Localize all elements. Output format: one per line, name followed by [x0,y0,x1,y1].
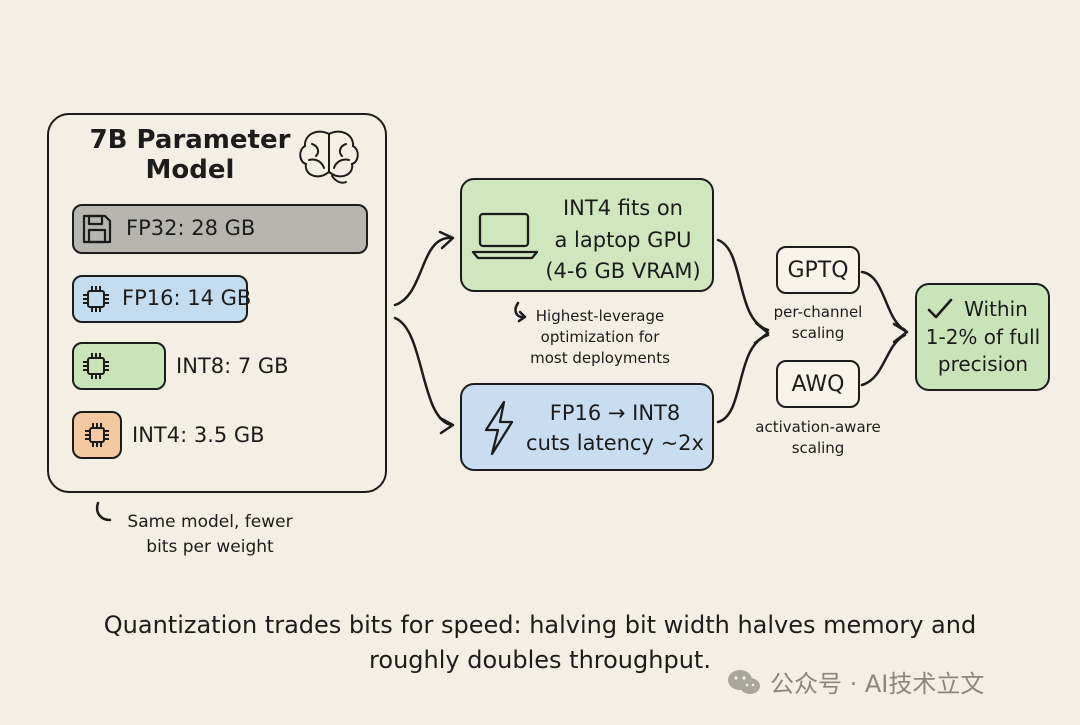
arrowhead-result [892,322,909,344]
laptop-icon [471,212,539,260]
fp16-outcome-box [460,383,714,471]
arrow-model-to-fp16 [393,316,454,427]
gptq-box [776,246,860,294]
chip-icon [83,286,109,312]
watermark: 公众号 · AI技术立文 [726,664,984,699]
gptq-label: GPTQ [787,258,849,283]
note-hook-int4 [514,301,526,319]
arrowhead-methods [753,321,770,345]
bar-int4-label: INT4: 3.5 GB [132,423,265,447]
arrow-model-to-int4 [393,236,454,307]
awq-label: AWQ [791,372,845,397]
bar-int8-label: INT8: 7 GB [176,354,289,378]
checkmark-icon [927,298,953,319]
watermark-text: 公众号 · AI技术立文 [770,670,985,698]
bar-int4 [72,411,122,459]
model-note: Same model, fewer bits per weight [127,512,293,557]
lightning-icon [484,400,514,456]
int4-outcome-box [460,178,714,292]
bar-fp16-label: FP16: 14 GB [122,286,252,310]
bar-fp32-label: FP32: 28 GB [126,216,256,240]
awq-box [776,360,860,408]
chip-icon [83,353,109,379]
model-panel [47,113,387,493]
int4-outcome-text: INT4 fits on a laptop GPU (4-6 GB VRAM) [545,196,701,283]
result-box [915,283,1050,391]
bar-fp16 [72,275,248,323]
floppy-disk-icon [82,214,112,244]
model-title: 7B Parameter Model [89,125,291,185]
arrowhead-fp16 [438,416,455,435]
result-text: Within 1-2% of full precision [925,297,1041,377]
wechat-icon [728,669,760,694]
brain-icon [299,130,359,184]
fp16-outcome-text: FP16 → INT8 cuts latency ~2x [526,401,704,456]
arrowhead-int4 [438,230,455,250]
diagram-caption: Quantization trades bits for speed: halv… [103,611,977,674]
awq-caption: activation-aware scaling [755,418,881,457]
chip-icon [85,423,109,447]
note-hook-model [95,501,112,522]
gptq-caption: per-channel scaling [773,303,863,342]
bar-fp32 [72,204,368,254]
int4-note: Highest-leverage optimization for most d… [530,307,670,367]
arrow-fp16-to-methods [716,333,770,424]
